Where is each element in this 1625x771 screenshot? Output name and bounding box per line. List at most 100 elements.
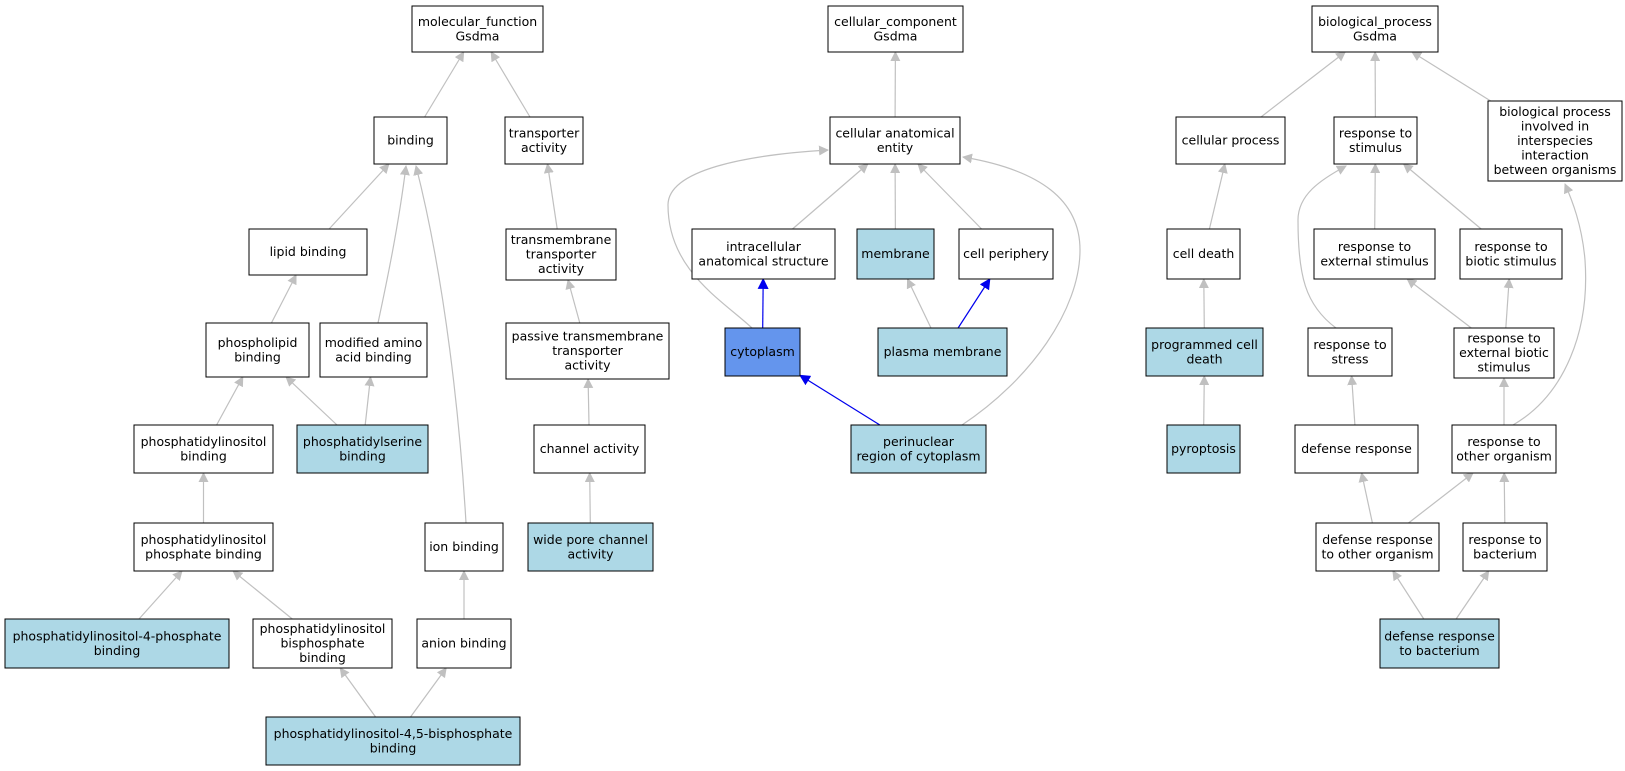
node-membrane[interactable]: membrane [856, 228, 935, 280]
node-channel[interactable]: channel activity [533, 424, 646, 474]
node-box [1451, 424, 1557, 474]
node-ion[interactable]: ion binding [424, 522, 504, 572]
edge-pcd-to-celldeath [1198, 278, 1209, 329]
node-box [1462, 522, 1548, 572]
node-label-line: membrane [861, 246, 930, 261]
node-label-line: between organisms [1494, 162, 1617, 177]
node-box [411, 5, 544, 53]
node-label-line: defense response [1301, 441, 1412, 456]
edge-cellproc-to-bp [1260, 51, 1346, 118]
node-box [424, 522, 504, 572]
edge-defother-to-defense [1358, 472, 1373, 524]
node-label-line: phosphatidylinositol [260, 621, 386, 636]
node-label-line: cell periphery [963, 246, 1049, 261]
edge-binding-to-mf [424, 51, 465, 118]
node-binding[interactable]: binding [373, 116, 448, 165]
node-box [1166, 424, 1241, 474]
node-celldeath[interactable]: cell death [1166, 228, 1241, 280]
edge-extbiotic-to-bioticstim [1503, 278, 1514, 329]
node-box [724, 327, 801, 377]
node-label-line: phosphatidylinositol-4,5-bisphosphate [274, 726, 513, 741]
edge-perinuclear-to-cae [961, 153, 1081, 426]
node-label-line: plasma membrane [884, 344, 1002, 359]
node-label-line: modified amino [325, 335, 423, 350]
node-cellproc[interactable]: cellular process [1175, 116, 1286, 165]
node-label-line: biological_process [1318, 14, 1432, 29]
node-box [205, 322, 310, 378]
node-box [877, 327, 1008, 377]
node-label-line: activity [564, 358, 611, 373]
node-anion[interactable]: anion binding [416, 618, 512, 669]
node-label-line: other organism [1456, 448, 1552, 463]
node-label-line: pyroptosis [1171, 441, 1236, 456]
edge-cytoplasm-to-cae [667, 145, 829, 329]
node-label-line: phosphatidylinositol [141, 532, 267, 547]
edge-otherorg-to-interspecies [1512, 183, 1587, 426]
node-lipid[interactable]: lipid binding [248, 228, 368, 276]
node-box [265, 716, 521, 766]
node-pyroptosis[interactable]: pyroptosis [1166, 424, 1241, 474]
edge-defense-to-stress [1347, 375, 1358, 426]
node-box [248, 228, 368, 276]
node-cytoplasm[interactable]: cytoplasm [724, 327, 801, 377]
edge-defother-to-otherorg [1408, 472, 1474, 524]
node-label-line: to bacterium [1399, 643, 1479, 658]
edge-interspecies-to-bp [1411, 51, 1492, 102]
node-periphery[interactable]: cell periphery [958, 228, 1054, 280]
edge-lipid-to-binding [328, 163, 390, 230]
node-pip2[interactable]: phosphatidylinositol-4,5-bisphosphatebin… [265, 716, 521, 766]
node-label-line: cellular anatomical [835, 125, 954, 140]
node-box [856, 228, 935, 280]
node-plasmamem[interactable]: plasma membrane [877, 327, 1008, 377]
edge-ptdser-to-modaa [364, 376, 375, 426]
edge-stress-to-stimulus [1297, 165, 1347, 329]
node-label-line: biotic stimulus [1465, 253, 1556, 268]
node-label-line: phosphatidylserine [303, 434, 422, 449]
node-label-line: stress [1332, 351, 1369, 366]
edge-transporter-to-mf [490, 51, 531, 118]
node-box [1315, 522, 1440, 572]
node-label-line: transmembrane [511, 232, 612, 247]
node-defense[interactable]: defense response [1294, 424, 1419, 474]
node-box [1175, 116, 1286, 165]
node-box [505, 228, 617, 281]
node-box [1166, 228, 1241, 280]
node-box [133, 424, 274, 474]
node-label-line: death [1186, 351, 1222, 366]
node-label-line: intracellular [726, 239, 802, 254]
node-label-line: acid binding [335, 349, 412, 364]
node-label-line: interspecies [1517, 133, 1593, 148]
node-label-line: interaction [1521, 148, 1589, 163]
edge-pip2-to-ptdinsbis [339, 667, 377, 718]
node-label-line: phosphate binding [145, 546, 262, 561]
